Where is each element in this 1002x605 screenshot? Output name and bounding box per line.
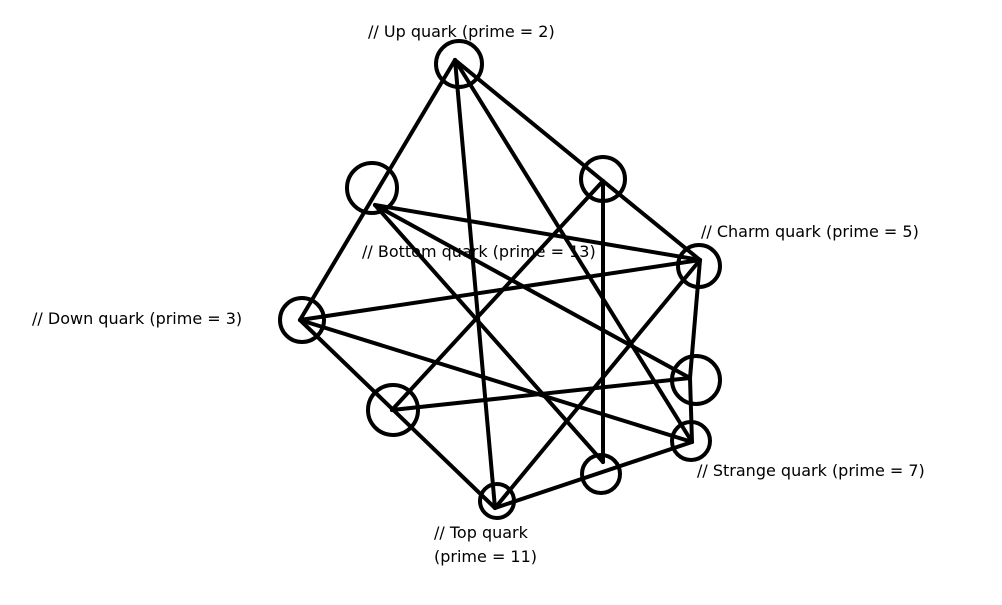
edge-upper-left-bottom-mid [373,203,605,464]
edge-down-strange [298,318,694,444]
edge-upper-left-right-mid [373,203,692,380]
label-charm-quark: // Charm quark (prime = 5) [701,222,919,241]
edge-right-mid-strange [688,376,694,444]
edge-left-low-right-mid [390,376,692,412]
edge-up-top [453,58,497,510]
node-right-mid [670,354,722,406]
edge-up-upper-right [453,58,605,183]
node-left-low [366,383,420,437]
edge-upper-left-charm [373,203,702,262]
edge-upper-right-left-low [390,179,605,412]
edge-charm-right-mid [688,258,702,380]
edge-up-strange [453,58,694,444]
edge-down-top [298,318,497,510]
edge-top-strange [493,440,694,510]
label-down-quark: // Down quark (prime = 3) [32,309,243,328]
graph-edges [298,58,702,510]
label-up-quark: // Up quark (prime = 2) [368,22,555,41]
node-up [434,39,484,89]
node-bottom-mid [580,453,622,495]
node-upper-left [345,161,399,215]
label-top-quark-prime: (prime = 11) [434,547,538,566]
label-strange-quark: // Strange quark (prime = 7) [697,461,925,480]
edge-charm-top [493,258,702,510]
node-strange [670,420,712,462]
edge-up-down [298,58,457,322]
node-upper-right [579,155,627,203]
node-top [478,482,516,520]
node-charm [676,243,722,289]
node-down [278,296,326,344]
graph-nodes [278,39,722,520]
label-top-quark: // Top quark [434,523,528,542]
label-bottom-quark: // Bottom quark (prime = 13) [362,242,596,261]
